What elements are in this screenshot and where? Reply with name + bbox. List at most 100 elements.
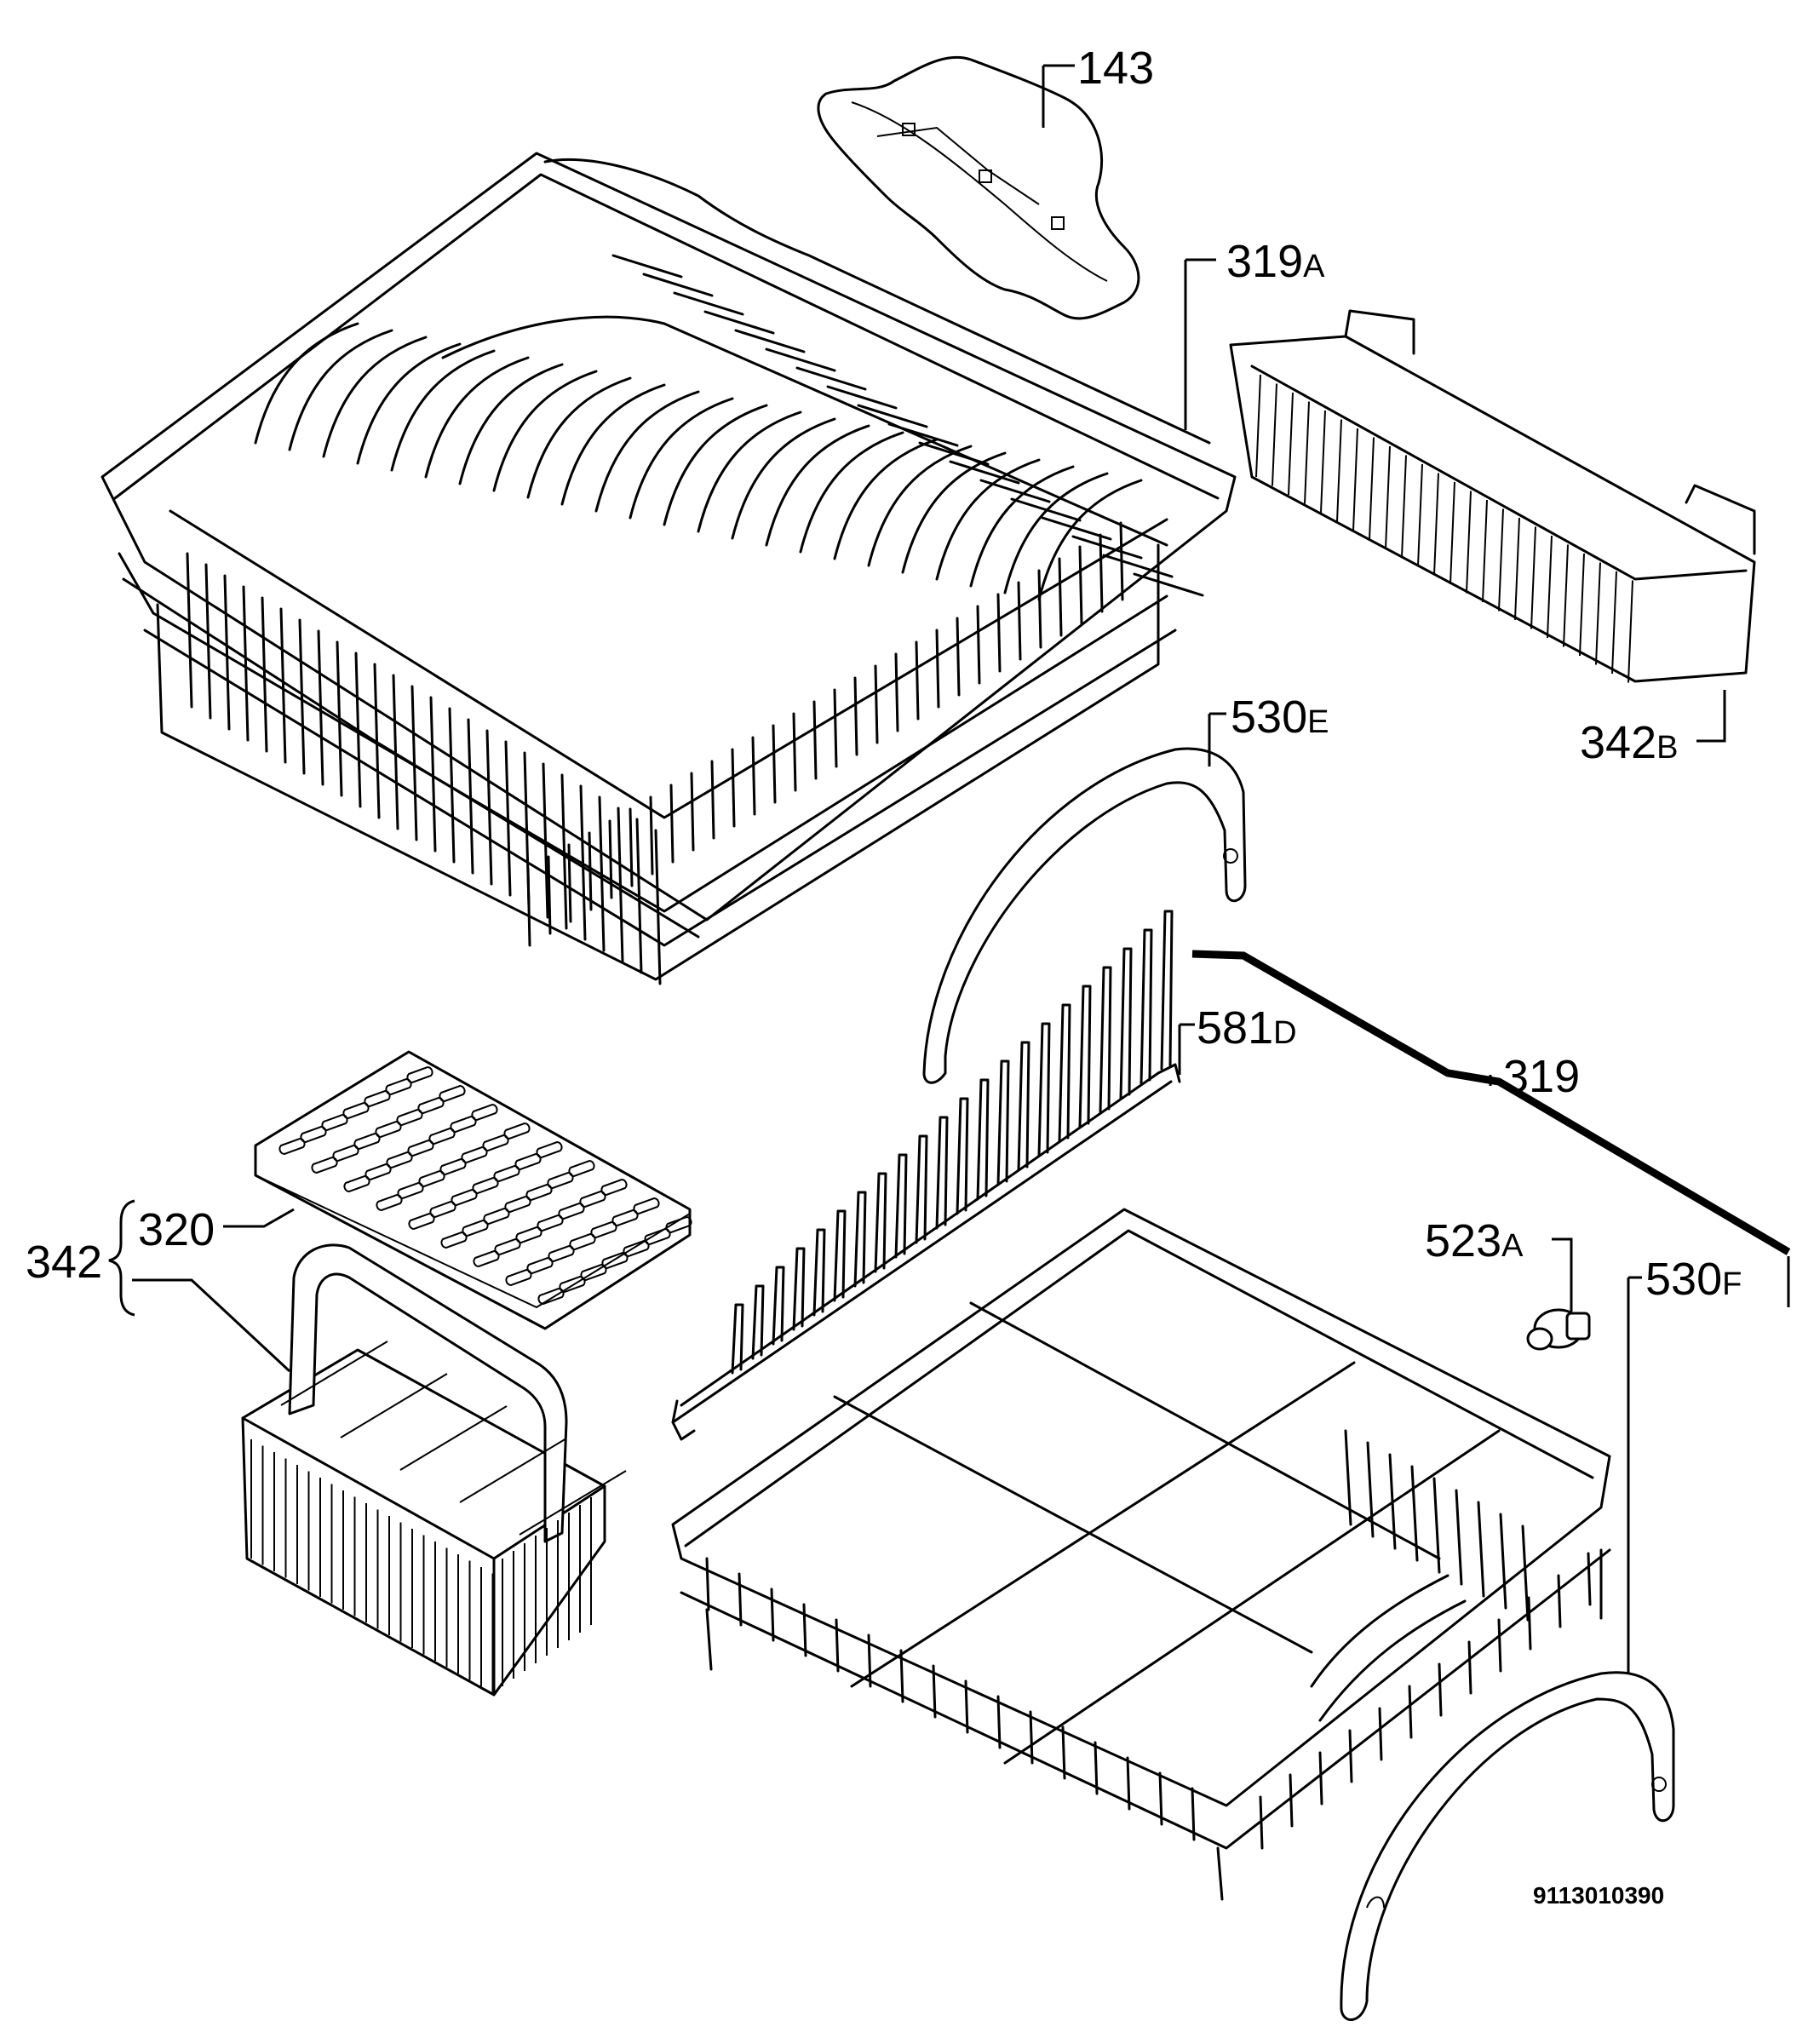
wire-line	[186, 552, 193, 709]
wire-line	[1288, 392, 1294, 496]
wire-line	[996, 1059, 1010, 1186]
wire-line	[835, 1618, 840, 1673]
wire-line	[705, 1557, 710, 1611]
wire-line	[1017, 1041, 1030, 1172]
wire-line	[956, 617, 961, 697]
wire-line	[792, 712, 797, 792]
wire-line	[1058, 557, 1063, 637]
wire-line	[600, 1178, 628, 1197]
wire-line	[608, 819, 613, 899]
wire-line	[279, 607, 287, 764]
wire-line	[751, 1284, 765, 1360]
wire-line	[915, 640, 920, 721]
wire-line	[899, 1649, 904, 1703]
wire-line	[1119, 947, 1133, 1100]
wire-line	[1029, 1710, 1034, 1765]
wire-line	[731, 1303, 744, 1375]
wire-line	[874, 664, 879, 744]
wire-line	[833, 688, 838, 768]
wire-line	[1010, 497, 1082, 522]
callout-319: 319	[1503, 1051, 1580, 1102]
callout-581D: 581D	[1197, 1002, 1297, 1054]
wire-line	[1078, 545, 1083, 625]
wire-line	[792, 1247, 806, 1331]
wire-line	[1385, 445, 1391, 549]
wire-line	[439, 1084, 466, 1103]
wire-line	[1438, 1662, 1443, 1717]
wire-line	[298, 618, 306, 775]
wire-line	[833, 1209, 847, 1302]
wire-line	[1417, 463, 1423, 567]
wire-line	[1410, 1465, 1419, 1562]
wire-line	[976, 605, 981, 685]
callout-523A: 523A	[1425, 1215, 1524, 1266]
wire-line	[1401, 455, 1407, 558]
callout-530F: 530F	[1645, 1254, 1742, 1305]
wire-line	[795, 366, 867, 391]
wire-line	[772, 724, 777, 804]
wire-line	[492, 370, 598, 492]
wire-line	[901, 451, 1007, 574]
wire-line	[459, 1438, 567, 1503]
wire-line	[1587, 1552, 1592, 1606]
wire-line	[915, 1134, 928, 1244]
wire-line	[1320, 410, 1326, 514]
wire-line	[526, 376, 632, 499]
wire-line	[410, 685, 418, 841]
wire-line	[642, 273, 714, 297]
wire-line	[424, 356, 530, 479]
wire-line	[1432, 1477, 1441, 1574]
wire-line	[1191, 1787, 1196, 1841]
wire-line	[663, 404, 768, 526]
wire-line	[731, 748, 736, 828]
wire-line	[772, 1266, 785, 1346]
wire-line	[1369, 437, 1375, 540]
wire-line	[579, 784, 587, 941]
wire-line	[526, 867, 531, 947]
wire-line	[1160, 910, 1174, 1071]
wire-line	[1514, 517, 1520, 621]
wire-line	[1611, 571, 1617, 675]
lower-basket	[671, 1208, 1611, 1901]
callout-labels: 143 319A 342B 530E 581D 319 523A 530F 32…	[26, 43, 1742, 1909]
wire-line	[503, 1122, 531, 1140]
part-530F-rail	[1340, 1671, 1675, 2021]
wire-line	[1366, 1441, 1375, 1538]
wire-line	[504, 740, 512, 897]
wire-line	[1304, 401, 1310, 504]
wire-line	[1139, 928, 1153, 1085]
wire-line	[799, 431, 904, 554]
wire-line	[1037, 1022, 1051, 1157]
wire-line	[542, 762, 549, 919]
wire-line	[1521, 1524, 1530, 1622]
upper-basket-319A	[100, 152, 1237, 985]
wire-line	[1530, 526, 1536, 629]
wire-line	[588, 831, 593, 911]
wire-line	[1455, 1489, 1463, 1586]
wire-line	[1579, 553, 1585, 657]
wire-line	[1408, 1685, 1413, 1739]
wire-line	[654, 829, 662, 985]
wire-line	[1378, 1707, 1383, 1761]
wire-line	[1017, 581, 1022, 661]
wire-line	[812, 700, 818, 780]
wire-line	[560, 383, 666, 506]
wire-line	[1388, 1453, 1397, 1550]
wire-line	[629, 807, 634, 887]
wire-line	[471, 1103, 498, 1122]
wire-line	[340, 1373, 448, 1438]
wire-line	[1259, 1795, 1264, 1850]
wire-line	[853, 1191, 867, 1288]
wire-line	[399, 1405, 508, 1471]
part-143-clip	[817, 55, 1140, 320]
wire-line	[673, 291, 744, 316]
wire-line	[1627, 580, 1633, 683]
wire-line	[665, 1215, 692, 1234]
part-581D-tine-row	[671, 910, 1181, 1441]
wire-line	[1467, 1640, 1472, 1695]
wire-line	[765, 347, 836, 372]
wire-line	[635, 818, 643, 974]
wire-line	[734, 329, 806, 353]
wire-line	[1497, 1618, 1502, 1673]
wire-line	[1527, 1596, 1532, 1651]
